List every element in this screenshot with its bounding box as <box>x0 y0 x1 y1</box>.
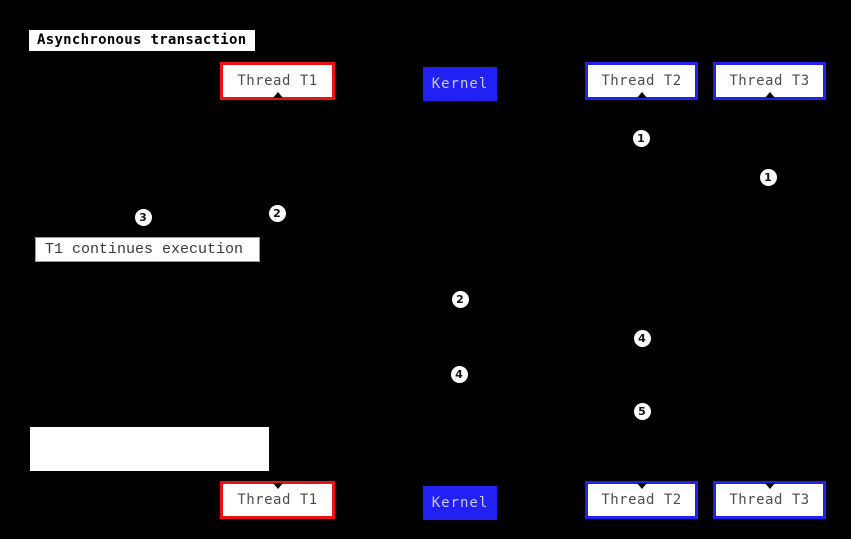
step-marker: 4 <box>450 365 468 383</box>
actor-label: Thread T2 <box>601 492 682 508</box>
actor-box-thread-t1-bottom: Thread T1 <box>220 481 335 519</box>
step-marker: 4 <box>633 329 651 347</box>
step-marker: 1 <box>759 168 777 186</box>
step-marker: 3 <box>134 208 152 226</box>
actor-label: Thread T3 <box>729 73 810 89</box>
actor-label: Thread T2 <box>601 73 682 89</box>
actor-label: Thread T1 <box>237 73 318 89</box>
actor-label: Kernel <box>431 495 489 511</box>
actor-box-kernel-bottom: Kernel <box>423 486 497 520</box>
actor-label: Kernel <box>431 76 489 92</box>
step-marker: 2 <box>268 204 286 222</box>
note-box: T1 continues execution <box>35 237 260 262</box>
actor-box-thread-t3-top: Thread T3 <box>713 62 826 100</box>
step-marker: 5 <box>633 402 651 420</box>
actor-box-thread-t2-top: Thread T2 <box>585 62 698 100</box>
actor-box-kernel-top: Kernel <box>423 67 497 101</box>
actor-label: Thread T1 <box>237 492 318 508</box>
diagram-title: Asynchronous transaction <box>29 30 255 51</box>
step-marker: 2 <box>451 290 469 308</box>
blank-note-box <box>30 427 269 471</box>
actor-box-thread-t3-bottom: Thread T3 <box>713 481 826 519</box>
step-marker: 1 <box>632 129 650 147</box>
actor-label: Thread T3 <box>729 492 810 508</box>
actor-box-thread-t1-top: Thread T1 <box>220 62 335 100</box>
actor-box-thread-t2-bottom: Thread T2 <box>585 481 698 519</box>
